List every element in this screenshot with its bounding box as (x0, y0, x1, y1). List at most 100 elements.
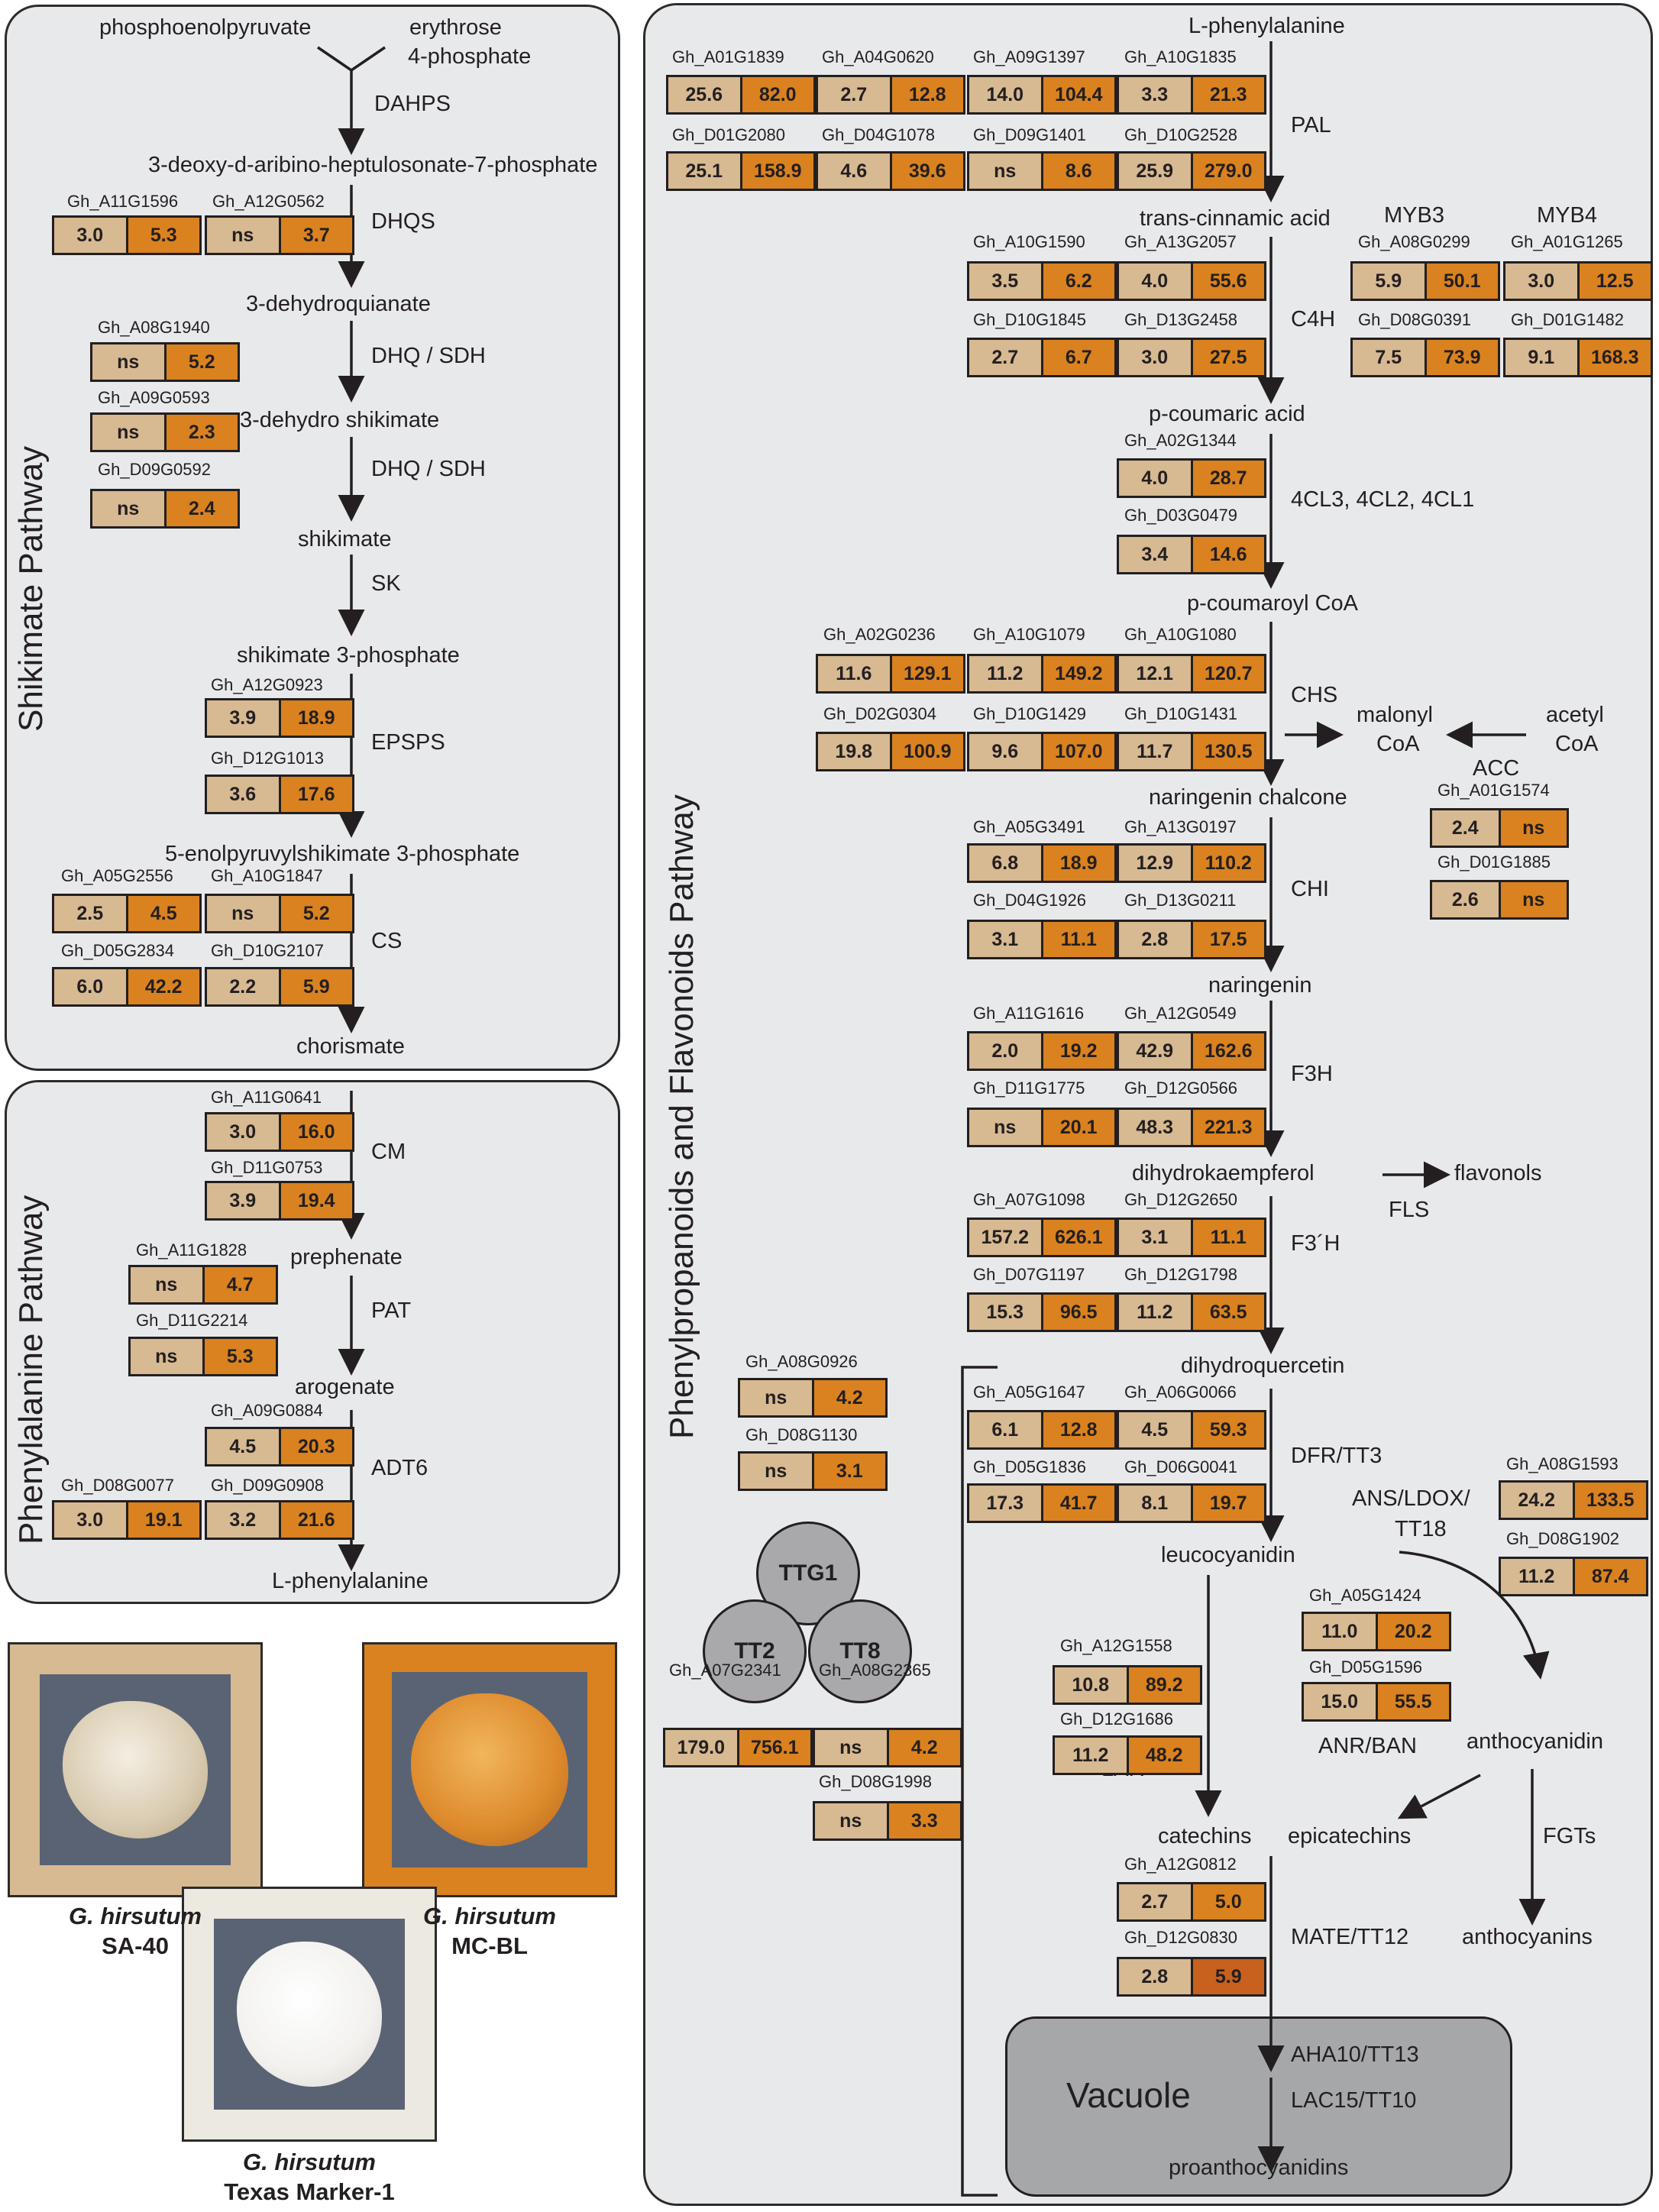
sa40-value: 157.2 (969, 1220, 1043, 1255)
enzyme-pat: PAT (371, 1298, 412, 1323)
sa40-value: 8.1 (1119, 1486, 1193, 1521)
metabolite-anthocyanidin: anthocyanidin (1467, 1729, 1603, 1754)
sa40-value: 6.0 (54, 969, 128, 1004)
metabolite-anthocyanins: anthocyanins (1462, 1925, 1593, 1949)
sa40-value: ns (969, 1110, 1043, 1145)
gene-id: Gh_A01G1839 (672, 47, 784, 66)
sa40-value: 12.9 (1119, 846, 1193, 881)
gene-id: Gh_D03G0479 (1124, 506, 1237, 525)
sa40-value: 6.8 (969, 846, 1043, 881)
mcbl-value: 73.9 (1426, 340, 1498, 375)
enzyme-mate-tt12: MATE/TT12 (1291, 1925, 1409, 1949)
mcbl-value: 11.1 (1192, 1220, 1264, 1255)
mcbl-value: 19.4 (280, 1183, 352, 1218)
gene-id: Gh_D05G1596 (1309, 1657, 1422, 1677)
metabolite-epsp: 5-enolpyruvylshikimate 3-phosphate (165, 842, 520, 866)
metabolite-prephenate: prephenate (290, 1245, 403, 1269)
gene-id: Gh_D09G0592 (98, 460, 211, 479)
gene-id: Gh_D13G2458 (1124, 310, 1237, 329)
metabolite-arogenate: arogenate (295, 1375, 395, 1399)
sa40-value: 4.5 (1119, 1412, 1193, 1447)
mcbl-value: 55.5 (1377, 1684, 1449, 1719)
mcbl-value: 59.3 (1192, 1412, 1264, 1447)
mcbl-value: 133.5 (1574, 1483, 1646, 1518)
metabolite-acetyl-coa: CoA (1555, 732, 1599, 756)
gene-id: Gh_D12G1798 (1124, 1265, 1237, 1284)
gene-id: Gh_A08G1593 (1506, 1454, 1619, 1473)
mcbl-value: 50.1 (1426, 264, 1498, 299)
sa40-value: 11.0 (1304, 1614, 1378, 1649)
mcbl-value: 18.9 (280, 700, 352, 736)
mcbl-value: 6.2 (1043, 264, 1114, 299)
sa40-value: 2.4 (1432, 810, 1501, 846)
metabolite-catechins: catechins (1158, 1824, 1252, 1848)
mcbl-value: 6.7 (1043, 340, 1114, 375)
metabolite-shikimate: shikimate (298, 527, 392, 551)
gene-id: Gh_A08G1940 (98, 318, 210, 337)
gene-id: Gh_A05G1424 (1309, 1586, 1421, 1605)
sa40-value: 14.0 (969, 77, 1043, 112)
metabolite-epicatechins: epicatechins (1288, 1824, 1412, 1848)
gene-id: Gh_A10G1590 (973, 232, 1085, 251)
gene-id: Gh_A12G0549 (1124, 1004, 1237, 1023)
gene-id: Gh_A09G0593 (98, 388, 210, 407)
cotton-boll-tm1 (237, 1942, 382, 2087)
mcbl-value: 110.2 (1192, 846, 1264, 881)
caption-tm1-species: G. hirsutum (243, 2149, 376, 2175)
sa40-value: 179.0 (665, 1730, 739, 1765)
enzyme-fls: FLS (1389, 1198, 1430, 1222)
sa40-value: 15.0 (1304, 1684, 1378, 1719)
sa40-value: 4.5 (207, 1429, 281, 1464)
sa40-value: 9.1 (1505, 340, 1580, 375)
mcbl-value: 221.3 (1192, 1110, 1264, 1145)
metabolite-leucocyanidin: leucocyanidin (1161, 1543, 1295, 1567)
gene-id: Gh_D09G0908 (211, 1476, 324, 1495)
sa40-value: ns (740, 1380, 814, 1415)
mcbl-value: 3.7 (280, 218, 352, 253)
gene-id: Gh_A11G1616 (973, 1004, 1085, 1023)
sa40-value: ns (740, 1454, 814, 1489)
gene-id: Gh_D12G2650 (1124, 1190, 1237, 1209)
sa40-value: 3.0 (207, 1114, 281, 1150)
gene-id: Gh_A09G0884 (211, 1401, 323, 1420)
mcbl-value: 4.7 (204, 1267, 276, 1302)
mcbl-value: 41.7 (1043, 1486, 1114, 1521)
gene-id: Gh_D08G1998 (819, 1772, 932, 1791)
enzyme-aha10-tt13: AHA10/TT13 (1291, 2042, 1419, 2067)
gene-id: Gh_A05G3491 (973, 817, 1085, 836)
mcbl-value: ns (1500, 810, 1567, 846)
metabolite-dihydrokaempferol: dihydrokaempferol (1132, 1161, 1315, 1185)
metabolite-malonyl: malonyl (1357, 703, 1433, 727)
metabolite-3-dehydroshikimate: 3-dehydro shikimate (240, 408, 440, 432)
mcbl-value: 5.3 (128, 218, 199, 253)
enzyme-dhqs: DHQS (371, 209, 435, 234)
sa40-value: 11.2 (1119, 1295, 1193, 1330)
sa40-value: 9.6 (969, 734, 1043, 769)
caption-tm1: G. hirsutum Texas Marker-1 (182, 2148, 437, 2207)
sa40-value: ns (92, 344, 167, 380)
mcbl-value: 4.2 (888, 1730, 960, 1765)
sa40-value: 11.2 (1501, 1559, 1575, 1594)
enzyme-sk: SK (371, 571, 401, 596)
